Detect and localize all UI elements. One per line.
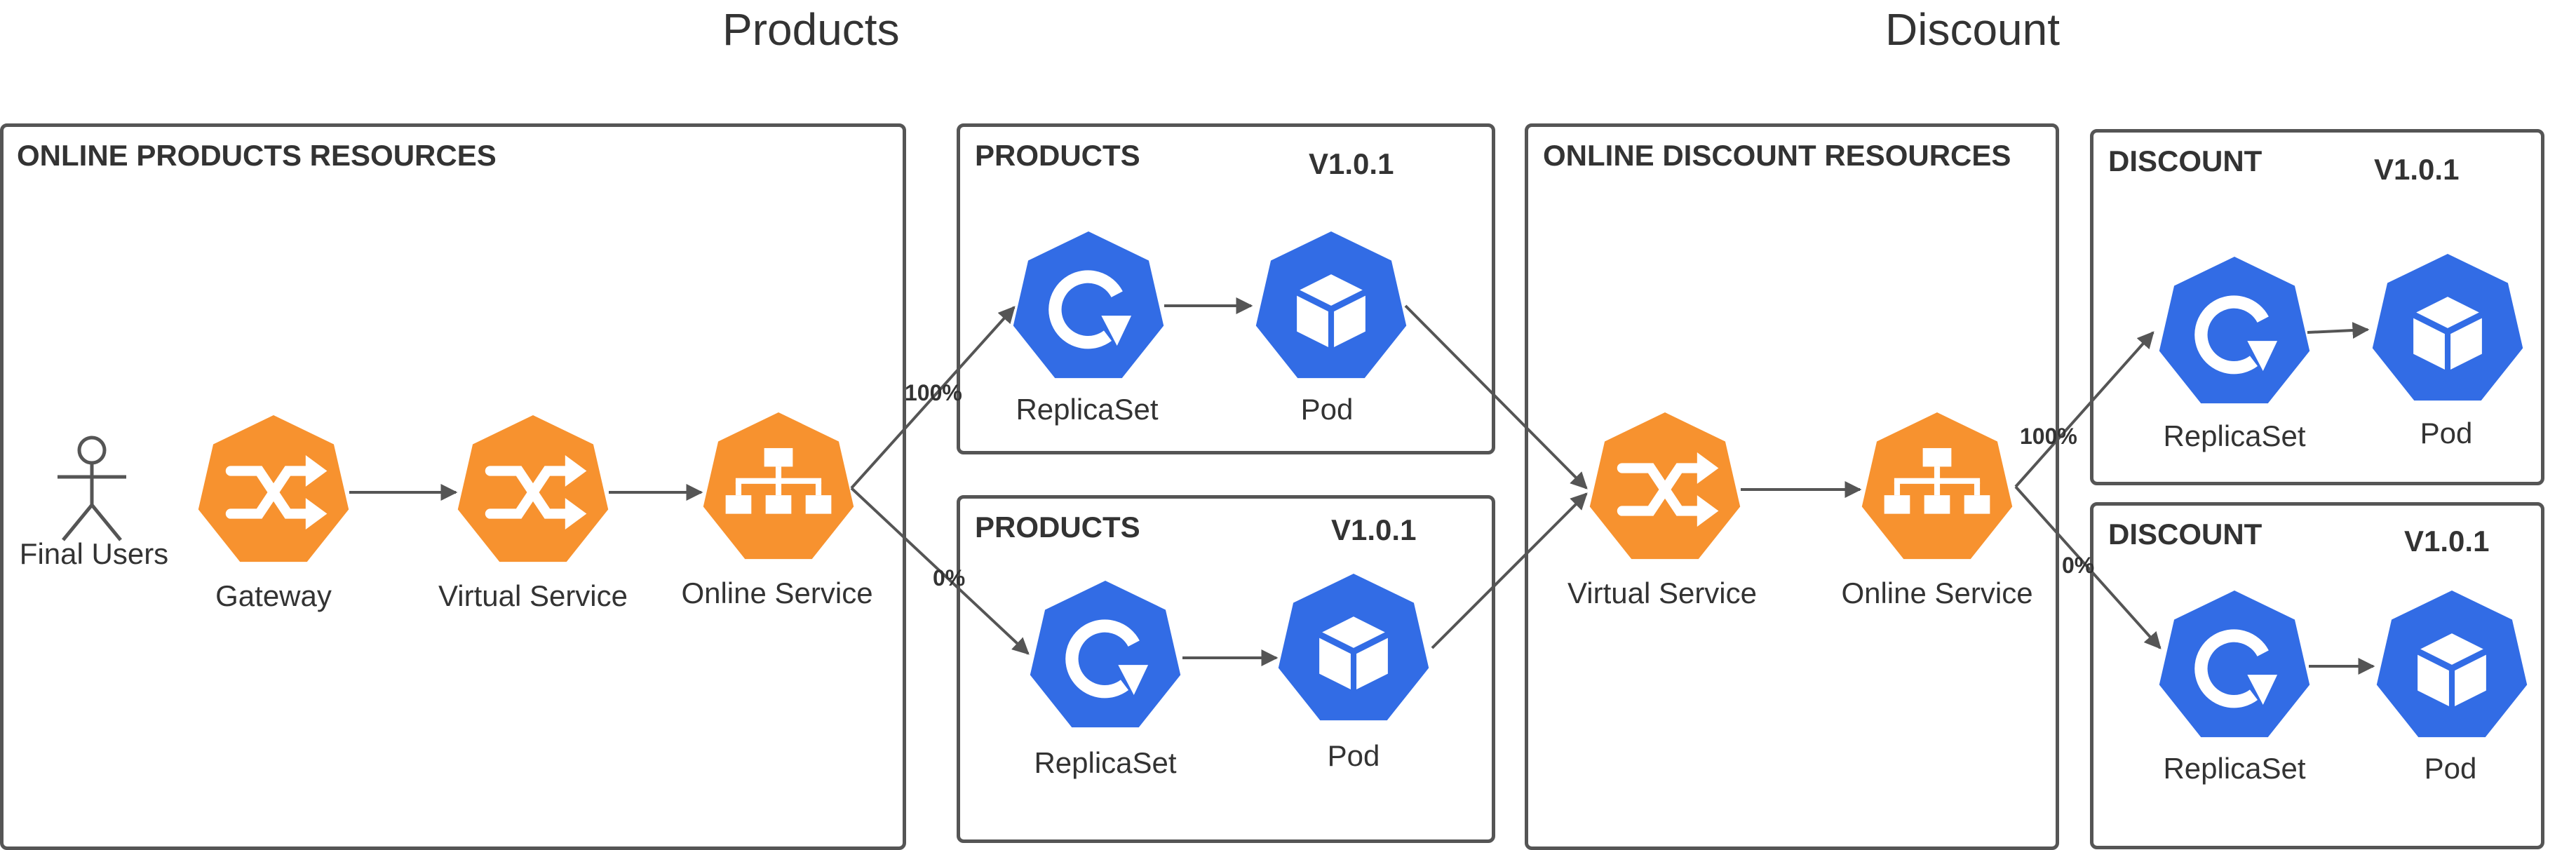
user-icon <box>58 436 126 541</box>
discount-bottom-title: DISCOUNT <box>2108 518 2263 551</box>
refresh-icon <box>1030 581 1181 728</box>
arrow-discount-top-replicaset-to-pod <box>2307 322 2370 339</box>
replicaset-label: ReplicaSet <box>2163 752 2306 785</box>
discount-top-version: V1.0.1 <box>2374 153 2460 186</box>
pod-label: Pod <box>1327 739 1380 772</box>
replicaset-label: ReplicaSet <box>1034 746 1177 779</box>
refresh-icon <box>1013 231 1164 379</box>
sitemap-icon <box>703 412 854 560</box>
discount-top-title: DISCOUNT <box>2108 144 2263 177</box>
products-traffic-primary: 100% <box>905 380 962 405</box>
arrow-online-service-to-products-top-replicaset <box>850 306 1016 490</box>
cube-icon <box>2372 254 2523 401</box>
products-bottom-title: PRODUCTS <box>975 511 1140 544</box>
refresh-icon <box>2159 591 2310 738</box>
gateway-label: Gateway <box>215 579 332 612</box>
refresh-icon <box>2159 257 2310 404</box>
cube-icon <box>1255 231 1407 379</box>
online-products-resources-title: ONLINE PRODUCTS RESOURCES <box>17 139 497 172</box>
shuffle-icon <box>1589 412 1741 560</box>
cube-icon <box>1278 574 1429 721</box>
discount-traffic-primary: 100% <box>2020 424 2077 449</box>
cube-icon <box>2376 591 2528 738</box>
products-heading: Products <box>722 4 900 55</box>
sitemap-icon <box>1861 412 2013 560</box>
arrow-discount-online-service-to-bottom-replicaset <box>2014 485 2162 649</box>
discount-traffic-secondary: 0% <box>2062 553 2095 578</box>
pod-label: Pod <box>1300 393 1354 426</box>
products-top-title: PRODUCTS <box>975 139 1140 172</box>
arrow-products-top-pod-to-virtual-service <box>1404 304 1588 490</box>
virtual-service-label: Virtual Service <box>438 579 628 612</box>
pod-label: Pod <box>2424 752 2477 785</box>
online-discount-resources-title: ONLINE DISCOUNT RESOURCES <box>1543 139 2011 172</box>
online-service-label: Online Service <box>1841 576 2033 609</box>
products-bottom-version: V1.0.1 <box>1331 513 1417 546</box>
shuffle-icon <box>198 415 349 562</box>
final-users-label: Final Users <box>19 537 169 570</box>
shuffle-icon <box>457 415 609 562</box>
discount-heading: Discount <box>1885 4 2060 55</box>
arrow-discount-online-service-to-top-replicaset <box>2014 331 2154 488</box>
virtual-service-label: Virtual Service <box>1567 576 1758 609</box>
discount-bottom-version: V1.0.1 <box>2404 525 2490 558</box>
arrow-products-bottom-pod-to-virtual-service <box>1431 492 1588 649</box>
replicaset-label: ReplicaSet <box>2163 419 2306 452</box>
replicaset-label: ReplicaSet <box>1016 393 1159 426</box>
online-service-label: Online Service <box>681 576 873 609</box>
arrow-online-service-to-products-bottom-replicaset <box>850 487 1030 655</box>
products-traffic-secondary: 0% <box>933 565 966 591</box>
products-top-version: V1.0.1 <box>1309 147 1394 180</box>
pod-label: Pod <box>2420 417 2473 450</box>
